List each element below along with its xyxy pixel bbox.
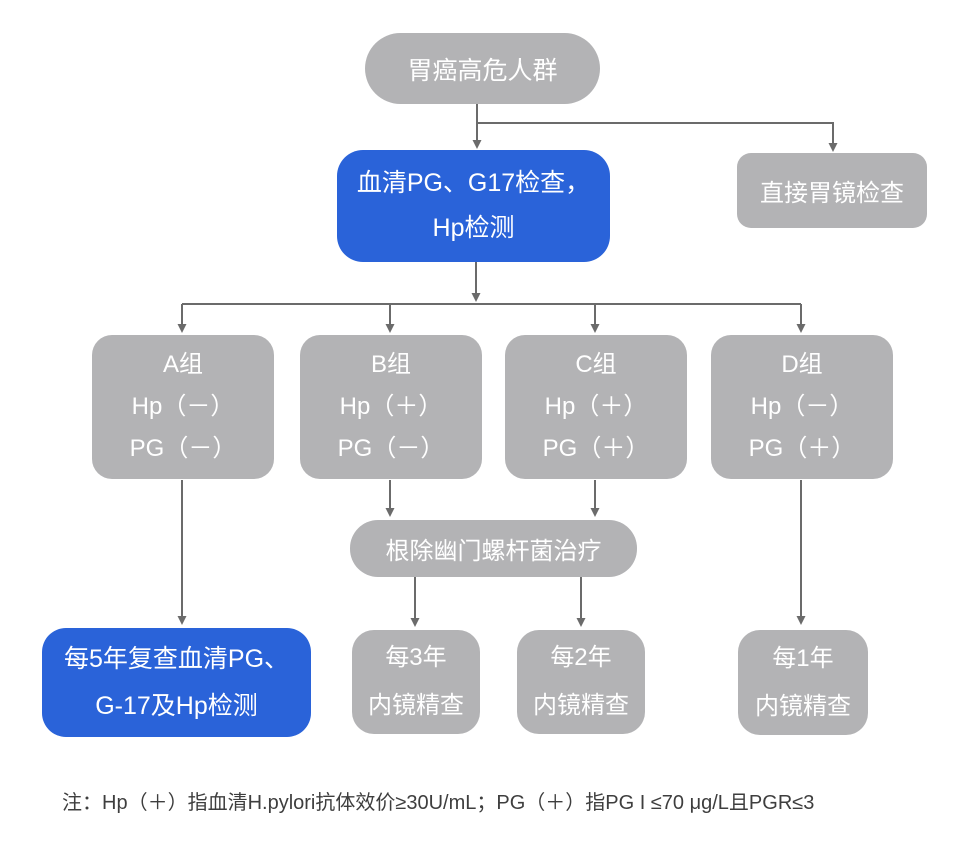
node-group-b: B组 Hp（＋） PG（－）: [300, 335, 482, 479]
group-pg-status: PG（＋）: [542, 435, 650, 462]
group-hp-status: Hp（＋）: [544, 393, 648, 420]
node-label-line1: 每1年: [772, 644, 834, 672]
node-serum-pg-g17-hp-test: 血清PG、G17检查， Hp检测: [337, 150, 610, 262]
node-hp-eradication-therapy: 根除幽门螺杆菌治疗: [350, 520, 637, 577]
group-pg-status: PG（－）: [337, 435, 445, 462]
node-label-line2: 内镜精查: [533, 692, 629, 719]
node-label-line2: Hp检测: [432, 214, 515, 242]
node-label-line1: 血清PG、G17检查，: [356, 169, 591, 197]
node-group-c: C组 Hp（＋） PG（＋）: [505, 335, 687, 479]
group-pg-status: PG（－）: [129, 435, 237, 462]
node-followup-every-1-year: 每1年 内镜精查: [738, 630, 868, 735]
node-label: 根除幽门螺杆菌治疗: [385, 538, 602, 565]
node-label-line2: 内镜精查: [368, 692, 464, 719]
group-pg-status: PG（＋）: [748, 435, 856, 462]
group-name: C组: [575, 351, 617, 378]
connector-root-to-direct: [477, 122, 838, 152]
node-label: 直接胃镜检查: [760, 180, 904, 207]
group-hp-status: Hp（－）: [131, 393, 235, 420]
node-followup-every-2-years: 每2年 内镜精查: [517, 630, 645, 734]
node-group-d: D组 Hp（－） PG（＋）: [711, 335, 893, 479]
footnote: 注：Hp（＋）指血清H.pylori抗体效价≥30U/mL；PG（＋）指PG I…: [62, 792, 815, 814]
node-label: 胃癌高危人群: [407, 56, 558, 85]
group-name: B组: [370, 351, 411, 378]
node-direct-gastroscopy: 直接胃镜检查: [737, 153, 927, 228]
node-label-line1: 每3年: [385, 644, 447, 671]
group-hp-status: Hp（＋）: [339, 393, 443, 420]
node-label-line1: 每2年: [550, 644, 612, 671]
node-label-line2: 内镜精查: [755, 692, 851, 720]
group-name: A组: [162, 351, 203, 378]
node-label-line1: 每5年复查血清PG、: [63, 644, 290, 673]
node-group-a: A组 Hp（－） PG（－）: [92, 335, 274, 479]
node-followup-every-3-years: 每3年 内镜精查: [352, 630, 480, 734]
group-hp-status: Hp（－）: [750, 393, 854, 420]
group-name: D组: [781, 351, 823, 378]
node-high-risk-population: 胃癌高危人群: [365, 33, 600, 104]
node-label-line2: G-17及Hp检测: [95, 691, 258, 720]
node-followup-every-5-years: 每5年复查血清PG、 G-17及Hp检测: [42, 628, 311, 737]
